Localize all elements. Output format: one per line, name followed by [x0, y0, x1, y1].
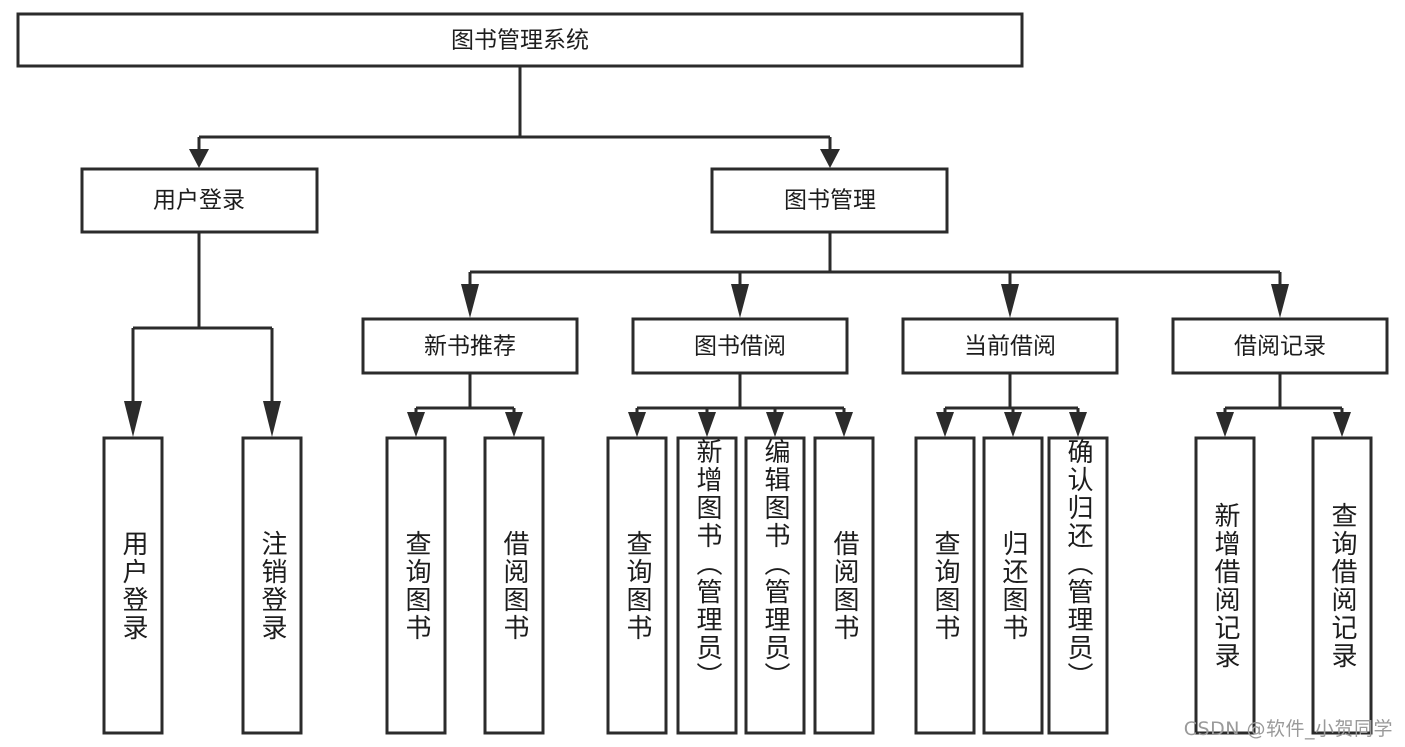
connector-group-book-borrow: [628, 374, 853, 437]
arrowhead-leaf-query-record: [1333, 412, 1351, 437]
node-borrow-record[interactable]: 借阅记录: [1171, 317, 1389, 375]
arrowhead-leaf-return-book: [1004, 412, 1022, 437]
node-new-book-rec-box[interactable]: [361, 317, 579, 375]
watermark-text: CSDN @软件_小贺同学: [1183, 718, 1393, 740]
arrowhead-leaf-borrow-book-2: [835, 412, 853, 437]
arrowhead-leaf-query-book-2: [628, 412, 646, 437]
connector-group-root: [189, 67, 840, 168]
node-book-manage-label: 图书管理: [784, 188, 876, 214]
node-leaf-query-book-1-box[interactable]: [385, 436, 447, 735]
arrowhead-leaf-confirm-return: [1069, 412, 1087, 437]
node-leaf-return-book-box[interactable]: [982, 436, 1044, 735]
node-leaf-add-book-box[interactable]: [676, 436, 738, 735]
node-leaf-add-record-box[interactable]: [1194, 436, 1256, 735]
connector-group-new-book-rec: [407, 374, 523, 437]
arrowhead-new-book-rec: [461, 284, 479, 318]
arrowhead-leaf-query-book-1: [407, 412, 425, 437]
connector-group-book-manage: [461, 233, 1289, 318]
node-user-login[interactable]: 用户登录: [80, 167, 319, 234]
arrowhead-leaf-add-record: [1216, 412, 1234, 437]
node-book-borrow[interactable]: 图书借阅: [631, 317, 849, 375]
connector-group-borrow-record: [1216, 374, 1351, 437]
node-current-borrow-box[interactable]: [901, 317, 1119, 375]
arrowhead-book-borrow: [731, 284, 749, 318]
node-book-borrow-box[interactable]: [631, 317, 849, 375]
node-root-label: 图书管理系统: [451, 28, 589, 54]
node-new-book-rec-label: 新书推荐: [424, 334, 516, 360]
arrowhead-leaf-edit-book: [766, 412, 784, 437]
node-borrow-record-box[interactable]: [1171, 317, 1389, 375]
node-current-borrow[interactable]: 当前借阅: [901, 317, 1119, 375]
arrowhead-borrow-record: [1271, 284, 1289, 318]
connector-group-user-login: [124, 233, 281, 437]
node-leaf-edit-book-box[interactable]: [744, 436, 806, 735]
node-root[interactable]: 图书管理系统: [16, 12, 1024, 68]
arrowhead-leaf-logout: [263, 401, 281, 437]
arrowhead-user-login: [189, 149, 209, 168]
arrowhead-current-borrow: [1001, 284, 1019, 318]
node-leaf-user-login-box[interactable]: [102, 436, 164, 735]
node-book-manage[interactable]: 图书管理: [710, 167, 949, 234]
arrowhead-leaf-borrow-book-1: [505, 412, 523, 437]
node-user-login-label: 用户登录: [153, 188, 245, 214]
node-new-book-rec[interactable]: 新书推荐: [361, 317, 579, 375]
connector-group-current-borrow: [936, 374, 1087, 437]
node-leaf-borrow-book-1-box[interactable]: [483, 436, 545, 735]
node-user-login-box[interactable]: [80, 167, 319, 234]
node-book-borrow-label: 图书借阅: [694, 334, 786, 360]
node-leaf-query-book-2-box[interactable]: [606, 436, 668, 735]
arrowhead-book-manage: [820, 149, 840, 168]
node-leaf-logout-box[interactable]: [241, 436, 303, 735]
arrowhead-leaf-add-book: [698, 412, 716, 437]
node-leaf-borrow-book-2-box[interactable]: [813, 436, 875, 735]
node-borrow-record-label: 借阅记录: [1234, 334, 1326, 360]
node-leaf-confirm-return-box[interactable]: [1047, 436, 1109, 735]
node-leaf-query-record-box[interactable]: [1311, 436, 1373, 735]
arrowhead-leaf-query-book-3: [936, 412, 954, 437]
node-book-manage-box[interactable]: [710, 167, 949, 234]
node-leaf-query-book-3-box[interactable]: [914, 436, 976, 735]
arrowhead-leaf-user-login: [124, 401, 142, 437]
node-root-box[interactable]: [16, 12, 1024, 68]
node-current-borrow-label: 当前借阅: [964, 334, 1056, 360]
